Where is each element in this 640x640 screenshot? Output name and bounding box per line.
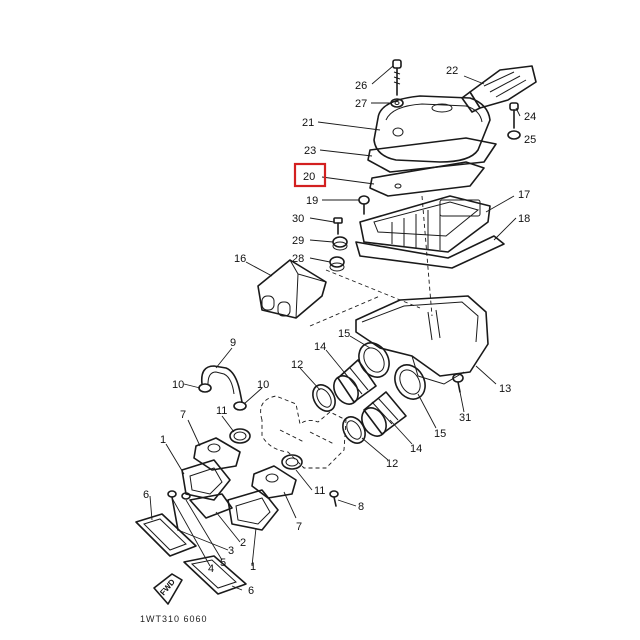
reed-valve-1-lower xyxy=(227,489,279,531)
callout-12-upper: 12 xyxy=(291,359,303,371)
joint-14-upper xyxy=(333,359,377,405)
spacer-2 xyxy=(189,493,233,519)
bolt-24 xyxy=(509,102,519,129)
callout-14-lower: 14 xyxy=(410,443,422,455)
callout-18: 18 xyxy=(518,213,530,225)
air-box-cover-21 xyxy=(373,95,491,163)
callout-20: 20 xyxy=(303,171,315,183)
manifold-7-upper xyxy=(193,437,241,471)
washer-25 xyxy=(507,130,521,140)
engine-outline xyxy=(260,395,347,469)
callout-4: 4 xyxy=(208,563,214,575)
callout-10-left: 10 xyxy=(172,379,184,391)
grommet-28 xyxy=(329,256,345,272)
manifold-7-lower xyxy=(251,465,297,499)
filter-element-17 xyxy=(359,195,491,253)
gasket-6-lower xyxy=(183,555,247,595)
clamp-11-lower xyxy=(281,454,303,470)
callout-11-upper: 11 xyxy=(216,405,227,417)
hose-9 xyxy=(200,365,243,403)
assembly-line xyxy=(421,195,433,317)
drawing-code: 1WT310 6060 xyxy=(140,614,208,624)
callout-16: 16 xyxy=(234,253,246,265)
callout-1-upper: 1 xyxy=(160,434,166,446)
callout-7-lower: 7 xyxy=(296,521,302,533)
callout-15-lower: 15 xyxy=(434,428,446,440)
grommet-29 xyxy=(332,236,348,251)
callout-15-upper: 15 xyxy=(338,328,350,340)
callout-17: 17 xyxy=(518,189,530,201)
leader-lines xyxy=(149,65,521,591)
washer-4 xyxy=(181,492,191,500)
callout-2: 2 xyxy=(240,537,246,549)
intake-duct-22 xyxy=(461,65,537,113)
screw-19 xyxy=(358,195,370,215)
callout-11-lower: 11 xyxy=(314,485,325,497)
bolt-26 xyxy=(392,59,402,96)
callout-23: 23 xyxy=(304,145,316,157)
callout-29: 29 xyxy=(292,235,304,247)
callout-5: 5 xyxy=(220,557,226,569)
air-box-13 xyxy=(355,295,489,385)
callout-21: 21 xyxy=(302,117,314,129)
gasket-23 xyxy=(367,137,497,173)
assembly-line xyxy=(325,269,421,309)
reed-valve-1-upper xyxy=(181,459,231,501)
callout-22: 22 xyxy=(446,65,458,77)
screw-3 xyxy=(167,490,179,531)
callout-26: 26 xyxy=(355,80,367,92)
gasket-6-upper xyxy=(135,513,197,557)
clamp-12-lower xyxy=(342,416,366,444)
highlight-box xyxy=(293,162,327,188)
callout-9: 9 xyxy=(230,337,236,349)
clamp-11-upper xyxy=(229,428,251,444)
callout-24: 24 xyxy=(524,111,536,123)
callout-labels: 26 22 27 24 21 25 23 20 17 19 18 30 29 1… xyxy=(143,65,536,597)
joint-15-lower xyxy=(394,364,426,400)
callout-8: 8 xyxy=(358,501,364,513)
bolt-31 xyxy=(452,373,464,393)
clip-10-right xyxy=(233,401,247,411)
clamp-12-upper xyxy=(312,384,336,412)
clip-10-left xyxy=(198,383,212,393)
callout-6-upper: 6 xyxy=(143,489,149,501)
filter-plate-20 xyxy=(369,161,485,197)
callout-30: 30 xyxy=(292,213,304,225)
callout-12-lower: 12 xyxy=(386,458,398,470)
joint-14-lower xyxy=(361,391,407,437)
assembly-line xyxy=(309,295,381,327)
air-duct-16 xyxy=(257,259,327,319)
callout-28: 28 xyxy=(292,253,304,265)
callout-19: 19 xyxy=(306,195,318,207)
callout-1-lower: 1 xyxy=(250,561,256,573)
callout-3: 3 xyxy=(228,545,234,557)
fwd-arrow: FWD xyxy=(153,573,183,605)
callout-27: 27 xyxy=(355,98,367,110)
callout-6-lower: 6 xyxy=(248,585,254,597)
callout-14-upper: 14 xyxy=(314,341,326,353)
callout-10-right: 10 xyxy=(257,379,269,391)
screw-30 xyxy=(333,217,343,235)
screw-8 xyxy=(329,490,339,507)
callout-31: 31 xyxy=(459,412,471,424)
callout-25: 25 xyxy=(524,134,536,146)
gasket-18 xyxy=(355,235,505,269)
callout-7-upper: 7 xyxy=(180,409,186,421)
callout-13: 13 xyxy=(499,383,511,395)
